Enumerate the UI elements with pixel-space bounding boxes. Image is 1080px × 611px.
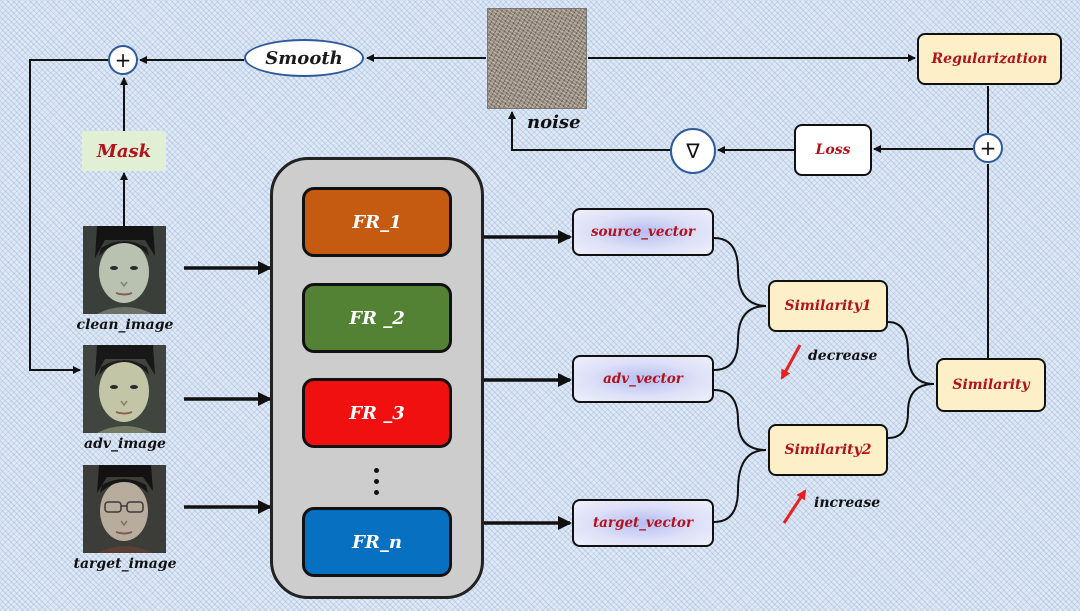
gradient-icon: ∇ [670, 128, 716, 174]
plus-to-adv-image-arrow [29, 59, 108, 374]
target-vector-box: target_vector [572, 499, 714, 547]
similarity1-box: Similarity1 [768, 280, 888, 332]
increase-label: increase [814, 495, 881, 511]
adv-to-sim2-curve [713, 389, 767, 451]
clean-face-image [83, 226, 166, 314]
similarity2-box: Similarity2 [768, 424, 888, 476]
plus-left-icon: + [108, 45, 138, 75]
fr-model-2: FR _2 [302, 283, 452, 353]
target-to-sim2-curve [713, 449, 767, 523]
loss-box: Loss [794, 124, 872, 176]
source-vector-box: source_vector [572, 208, 714, 256]
gradient-to-noise-arrow [508, 111, 670, 151]
clean-image-label: clean_image [76, 317, 174, 333]
smooth-node: Smooth [244, 39, 364, 77]
adv-to-sim1-curve [713, 305, 767, 371]
ellipsis-dot [374, 479, 379, 484]
adv-vector-box: adv_vector [572, 355, 714, 403]
similarity-box: Similarity [936, 358, 1046, 412]
plus-right-icon: + [973, 133, 1003, 163]
increase-arrow [782, 489, 807, 524]
regularization-box: Regularization [917, 33, 1062, 85]
target-face-image [83, 465, 166, 553]
fr-model-n: FR_n [302, 507, 452, 577]
ellipsis-dot [374, 468, 379, 473]
ellipsis-dot [374, 490, 379, 495]
adv-image-label: adv_image [84, 436, 166, 452]
sim1-to-similarity-curve [887, 321, 935, 385]
noise-label: noise [527, 112, 581, 133]
fr-model-3: FR _3 [302, 378, 452, 448]
fr-model-1: FR_1 [302, 187, 452, 257]
mask-box: Mask [82, 131, 166, 171]
adv-face-image [83, 345, 166, 433]
source-to-sim1-curve [713, 237, 767, 307]
target-image-label: target_image [73, 556, 177, 572]
sim2-to-similarity-curve [887, 383, 935, 439]
decrease-label: decrease [808, 348, 878, 364]
noise-image [487, 8, 587, 109]
decrease-arrow [780, 344, 802, 380]
